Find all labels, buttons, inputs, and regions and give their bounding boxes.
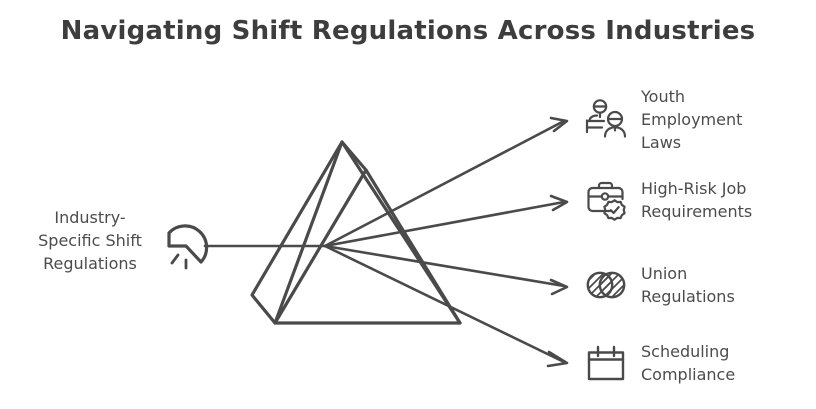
label-line-1: Youth xyxy=(641,87,685,106)
output-item-scheduling-compliance[interactable]: Scheduling Compliance xyxy=(583,340,735,386)
output-label-union-regulations: Union Regulations xyxy=(641,262,735,308)
ray-1 xyxy=(323,119,566,248)
output-label-scheduling-compliance: Scheduling Compliance xyxy=(641,340,735,386)
prism-front-face xyxy=(273,140,462,325)
calendar-icon xyxy=(587,345,625,381)
prism-back-face xyxy=(250,140,368,325)
ray-3 xyxy=(323,244,566,288)
label-line-1: Scheduling xyxy=(641,342,730,361)
ray-arrowheads xyxy=(546,116,569,368)
overlapping-circles-venn-icon xyxy=(586,271,626,299)
ray-4 xyxy=(323,244,566,364)
label-line-2: Requirements xyxy=(641,202,753,221)
source-label-line-3: Regulations xyxy=(43,254,137,273)
label-line-2: Compliance xyxy=(641,365,736,384)
output-label-high-risk-job-requirements: High-Risk Job Requirements xyxy=(641,177,752,223)
prism-edge xyxy=(364,168,462,325)
label-line-2: Employment xyxy=(641,110,743,129)
ray-2 xyxy=(323,200,566,248)
label-line-3: Laws xyxy=(641,133,682,152)
output-label-youth-employment-laws: Youth Employment Laws xyxy=(641,85,742,154)
output-item-youth-employment-laws[interactable]: Youth Employment Laws xyxy=(583,85,742,154)
dispersed-rays xyxy=(323,119,566,364)
source-label: Industry- Specific Shift Regulations xyxy=(18,206,162,275)
briefcase-verified-badge-icon xyxy=(587,181,626,221)
output-item-union-regulations[interactable]: Union Regulations xyxy=(583,262,735,308)
output-item-high-risk-job-requirements[interactable]: High-Risk Job Requirements xyxy=(583,177,752,223)
lightbulb-idea-icon xyxy=(167,224,209,270)
page-title: Navigating Shift Regulations Across Indu… xyxy=(60,16,756,46)
source-label-line-1: Industry- xyxy=(54,208,126,227)
label-line-1: Union xyxy=(641,264,688,283)
people-at-desk-icon xyxy=(585,98,627,138)
label-line-1: High-Risk Job xyxy=(641,179,747,198)
source-label-line-2: Specific Shift xyxy=(38,231,142,250)
label-line-2: Regulations xyxy=(641,287,735,306)
